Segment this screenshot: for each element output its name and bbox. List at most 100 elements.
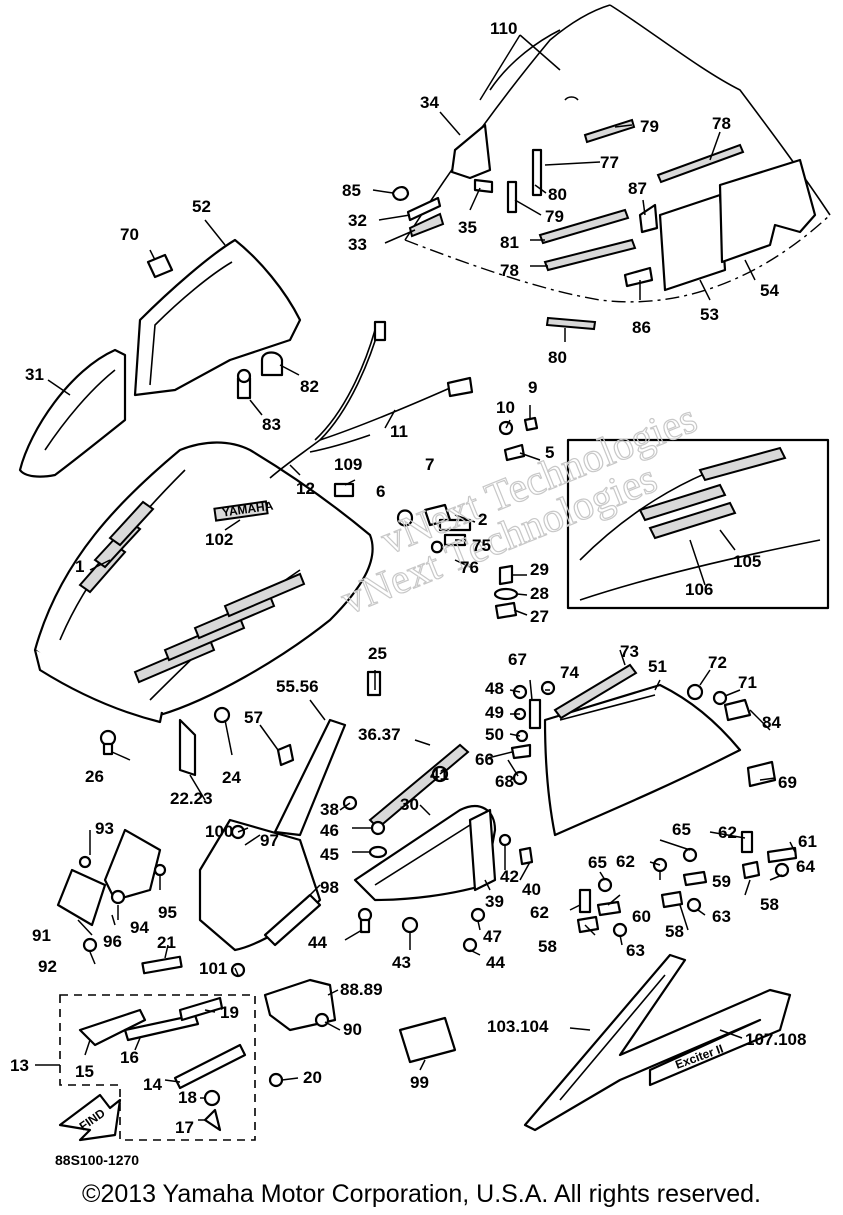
- label-48: 48: [485, 679, 504, 698]
- wire-harness-11-12: [269, 320, 474, 479]
- label-59: 59: [712, 872, 731, 891]
- hood-emblem: [213, 500, 269, 522]
- label-64: 64: [796, 857, 815, 876]
- label-39: 39: [485, 892, 504, 911]
- label-107108: 107.108: [745, 1030, 806, 1049]
- label-15: 15: [75, 1062, 94, 1081]
- leader-lines: [35, 34, 796, 1121]
- label-24: 24: [222, 768, 241, 787]
- part-18: [203, 1089, 221, 1107]
- label-79-b: 79: [545, 207, 564, 226]
- fasteners: [78, 670, 798, 1088]
- part-6: [396, 509, 414, 527]
- label-16: 16: [120, 1048, 139, 1067]
- label-105: 105: [733, 552, 761, 571]
- label-5: 5: [545, 443, 554, 462]
- label-101: 101: [199, 959, 227, 978]
- inset-detail: [566, 438, 830, 610]
- label-27: 27: [530, 607, 549, 626]
- label-65-a: 65: [672, 820, 691, 839]
- part-9: [523, 416, 539, 432]
- bracket-55-56: [273, 718, 347, 837]
- label-84: 84: [762, 713, 781, 732]
- label-7: 7: [425, 455, 434, 474]
- label-30: 30: [400, 795, 419, 814]
- label-95: 95: [158, 903, 177, 922]
- label-2: 2: [478, 510, 487, 529]
- label-58-b: 58: [665, 922, 684, 941]
- label-93: 93: [95, 819, 114, 838]
- bracket-98: [263, 893, 322, 947]
- label-54: 54: [760, 281, 779, 300]
- label-31: 31: [25, 365, 44, 384]
- label-34: 34: [420, 93, 439, 112]
- label-80-a: 80: [548, 185, 567, 204]
- label-103104: 103.104: [487, 1017, 549, 1036]
- part-29: [498, 564, 514, 586]
- screw-83: [236, 368, 252, 400]
- grill-91: [56, 868, 107, 927]
- label-63-a: 63: [712, 907, 731, 926]
- part-21: [141, 955, 183, 975]
- label-82: 82: [300, 377, 319, 396]
- part-27: [494, 601, 518, 620]
- label-73: 73: [620, 642, 639, 661]
- label-69: 69: [778, 773, 797, 792]
- label-62-b: 62: [616, 852, 635, 871]
- label-68: 68: [495, 772, 514, 791]
- label-13: 13: [10, 1056, 29, 1075]
- label-98: 98: [320, 878, 339, 897]
- label-97: 97: [260, 831, 279, 850]
- label-47: 47: [483, 927, 502, 946]
- label-25: 25: [368, 644, 387, 663]
- part-16: [123, 1013, 200, 1042]
- label-58-c: 58: [760, 895, 779, 914]
- label-75: 75: [472, 536, 491, 555]
- label-83: 83: [262, 415, 281, 434]
- part-2: [438, 518, 472, 532]
- label-61: 61: [798, 832, 817, 851]
- label-32: 32: [348, 211, 367, 230]
- part-28: [493, 587, 519, 601]
- label-38: 38: [320, 800, 339, 819]
- label-109: 109: [334, 455, 362, 474]
- label-79-a: 79: [640, 117, 659, 136]
- label-92: 92: [38, 957, 57, 976]
- label-18: 18: [178, 1088, 197, 1107]
- label-91: 91: [32, 926, 51, 945]
- dash-panel-52: [133, 238, 302, 397]
- front-arrow: FIND: [58, 1093, 122, 1142]
- label-65-b: 65: [588, 853, 607, 872]
- hood-vents-right: [133, 572, 306, 684]
- label-102: 102: [205, 530, 233, 549]
- grill-94: [103, 828, 162, 902]
- bracket-70: [146, 253, 174, 279]
- label-51: 51: [648, 657, 667, 676]
- label-76: 76: [460, 558, 479, 577]
- label-21: 21: [157, 933, 176, 952]
- label-62-a: 62: [718, 823, 737, 842]
- label-42: 42: [500, 867, 519, 886]
- side-panel-51: [543, 683, 742, 837]
- rail-73: [553, 663, 638, 720]
- label-29: 29: [530, 560, 549, 579]
- label-77: 77: [600, 153, 619, 172]
- mount-kit-13: [59, 994, 256, 1141]
- label-43: 43: [392, 953, 411, 972]
- pad-99: [398, 1016, 457, 1064]
- label-66: 66: [475, 750, 494, 769]
- label-78-b: 78: [500, 261, 519, 280]
- label-57: 57: [244, 708, 263, 727]
- windshield-assembly: [391, 4, 831, 331]
- part-39: [468, 808, 497, 892]
- label-41: 41: [430, 765, 449, 784]
- label-1: 1: [75, 557, 84, 576]
- label-33: 33: [348, 235, 367, 254]
- label-44-a: 44: [308, 933, 327, 952]
- label-11: 11: [390, 422, 408, 441]
- label-6: 6: [376, 482, 385, 501]
- label-58-a: 58: [538, 937, 557, 956]
- label-63-b: 63: [626, 941, 645, 960]
- label-2223: 22.23: [170, 789, 213, 808]
